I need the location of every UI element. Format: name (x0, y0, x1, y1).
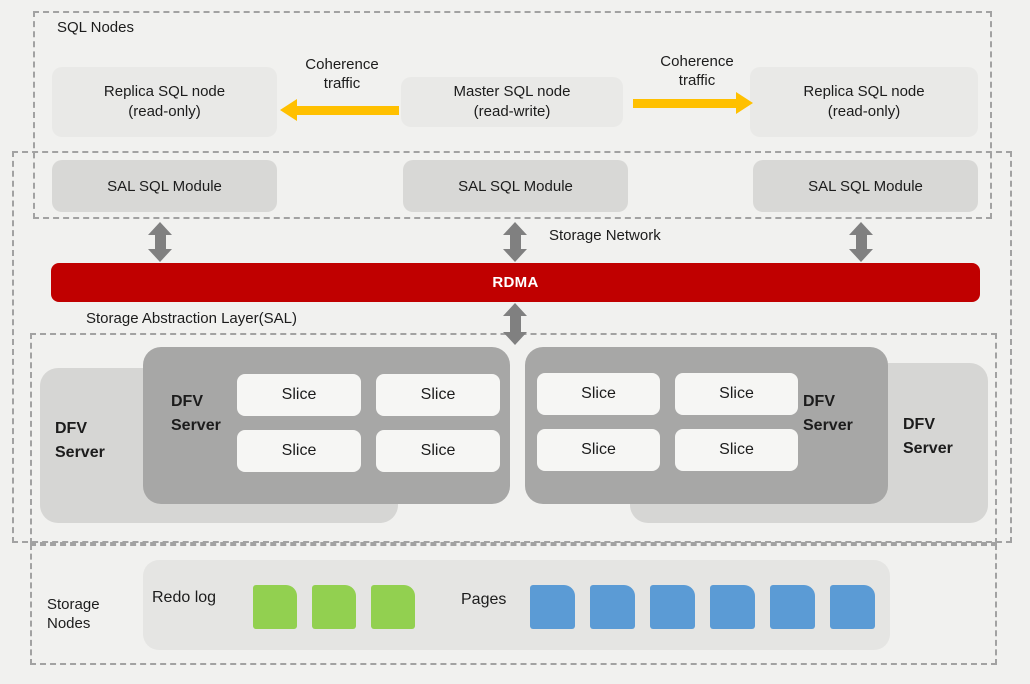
coherence-traffic-label-right: Coherence traffic (647, 52, 747, 90)
arrow-stem (509, 235, 521, 249)
slice-label: Slice (581, 385, 616, 402)
replica-right-line2: (read-only) (827, 103, 901, 120)
replica-left-line1: Replica SQL node (103, 83, 226, 100)
dfv-server-label-dark-right: DFV Server (803, 390, 853, 438)
coherence-right-line2: traffic (678, 72, 716, 89)
page-block (590, 585, 635, 629)
arrow-stem (154, 235, 166, 249)
sal-layer-label: Storage Abstraction Layer(SAL) (86, 310, 297, 327)
slice-label: Slice (420, 386, 456, 403)
dfv-label-line2: Server (55, 444, 105, 461)
sal-module-label: SAL SQL Module (458, 177, 573, 195)
arrow-head-down (503, 249, 527, 262)
dfv-label-line1: DFV (55, 420, 87, 437)
slice-box: Slice (376, 430, 500, 472)
page-block (530, 585, 575, 629)
arrow-head-down (148, 249, 172, 262)
dfv-label-line2: Server (903, 440, 953, 457)
storage-network-label: Storage Network (549, 227, 661, 244)
network-arrow-right-icon (849, 222, 873, 262)
slice-label: Slice (719, 385, 754, 402)
master-line2: (read-write) (473, 103, 551, 120)
coherence-left-line2: traffic (323, 75, 361, 92)
redo-log-block (371, 585, 415, 629)
master-line1: Master SQL node (453, 83, 571, 100)
page-block (830, 585, 875, 629)
arrow-stem (297, 105, 399, 115)
slice-label: Slice (281, 442, 317, 459)
slice-label: Slice (581, 441, 616, 458)
arrow-head-down (849, 249, 873, 262)
arrow-head-left (280, 99, 297, 121)
sal-module-label: SAL SQL Module (107, 177, 222, 195)
slice-label: Slice (420, 442, 456, 459)
dfv-label-line2: Server (803, 417, 853, 434)
dfv-server-label-dark-left: DFV Server (171, 390, 221, 438)
dfv-label-line2: Server (171, 417, 221, 434)
coherence-arrow-left-icon (280, 99, 399, 121)
storage-nodes-label: Storage Nodes (47, 595, 100, 633)
sal-sql-module-right: SAL SQL Module (753, 160, 978, 212)
coherence-left-line1: Coherence (305, 56, 379, 73)
arrow-stem (509, 316, 521, 332)
master-sql-node: Master SQL node (read-write) (401, 77, 623, 127)
coherence-traffic-label-left: Coherence traffic (292, 55, 392, 93)
arrow-stem (633, 98, 736, 108)
slice-label: Slice (719, 441, 754, 458)
storage-nodes-group-box (30, 544, 997, 665)
slice-box: Slice (675, 429, 798, 471)
slice-box: Slice (675, 373, 798, 415)
coherence-right-line1: Coherence (660, 53, 734, 70)
dfv-server-label-light-left: DFV Server (55, 417, 105, 465)
slice-box: Slice (237, 430, 361, 472)
dfv-server-dark-left (143, 347, 510, 504)
replica-sql-node-right: Replica SQL node (read-only) (750, 67, 978, 137)
arrow-head-right (736, 92, 753, 114)
network-arrow-left-icon (148, 222, 172, 262)
slice-label: Slice (281, 386, 317, 403)
replica-left-line2: (read-only) (128, 103, 201, 120)
dfv-server-label-light-right: DFV Server (903, 413, 953, 461)
page-block (710, 585, 755, 629)
coherence-arrow-right-icon (633, 92, 753, 114)
sal-sql-module-left: SAL SQL Module (52, 160, 277, 212)
dfv-label-line1: DFV (903, 416, 935, 433)
slice-box: Slice (376, 374, 500, 416)
sal-sql-module-middle: SAL SQL Module (403, 160, 628, 212)
network-arrow-middle-icon (503, 222, 527, 262)
redo-log-block (312, 585, 356, 629)
dfv-label-line1: DFV (803, 393, 835, 410)
arrow-head-up (148, 222, 172, 235)
slice-box: Slice (537, 429, 660, 471)
rdma-bar: RDMA (51, 263, 980, 302)
redo-log-label: Redo log (152, 589, 217, 606)
page-block (650, 585, 695, 629)
arrow-head-up (849, 222, 873, 235)
storage-nodes-label-line1: Storage (47, 596, 100, 613)
page-block (770, 585, 815, 629)
arrow-head-up (503, 222, 527, 235)
arrow-stem (855, 235, 867, 249)
sql-nodes-group-box (33, 11, 992, 219)
pages-label: Pages (461, 591, 507, 608)
slice-box: Slice (537, 373, 660, 415)
slice-box: Slice (237, 374, 361, 416)
redo-log-block (253, 585, 297, 629)
storage-nodes-label-line2: Nodes (47, 615, 91, 632)
rdma-dfv-arrow-icon (503, 303, 527, 345)
arrow-head-up (503, 303, 527, 316)
sql-nodes-label: SQL Nodes (57, 19, 134, 36)
replica-right-line1: Replica SQL node (803, 83, 925, 100)
replica-sql-node-left: Replica SQL node (read-only) (52, 67, 277, 137)
sal-module-label: SAL SQL Module (808, 177, 923, 195)
arrow-head-down (503, 332, 527, 345)
dfv-label-line1: DFV (171, 393, 203, 410)
rdma-label: RDMA (492, 274, 539, 291)
